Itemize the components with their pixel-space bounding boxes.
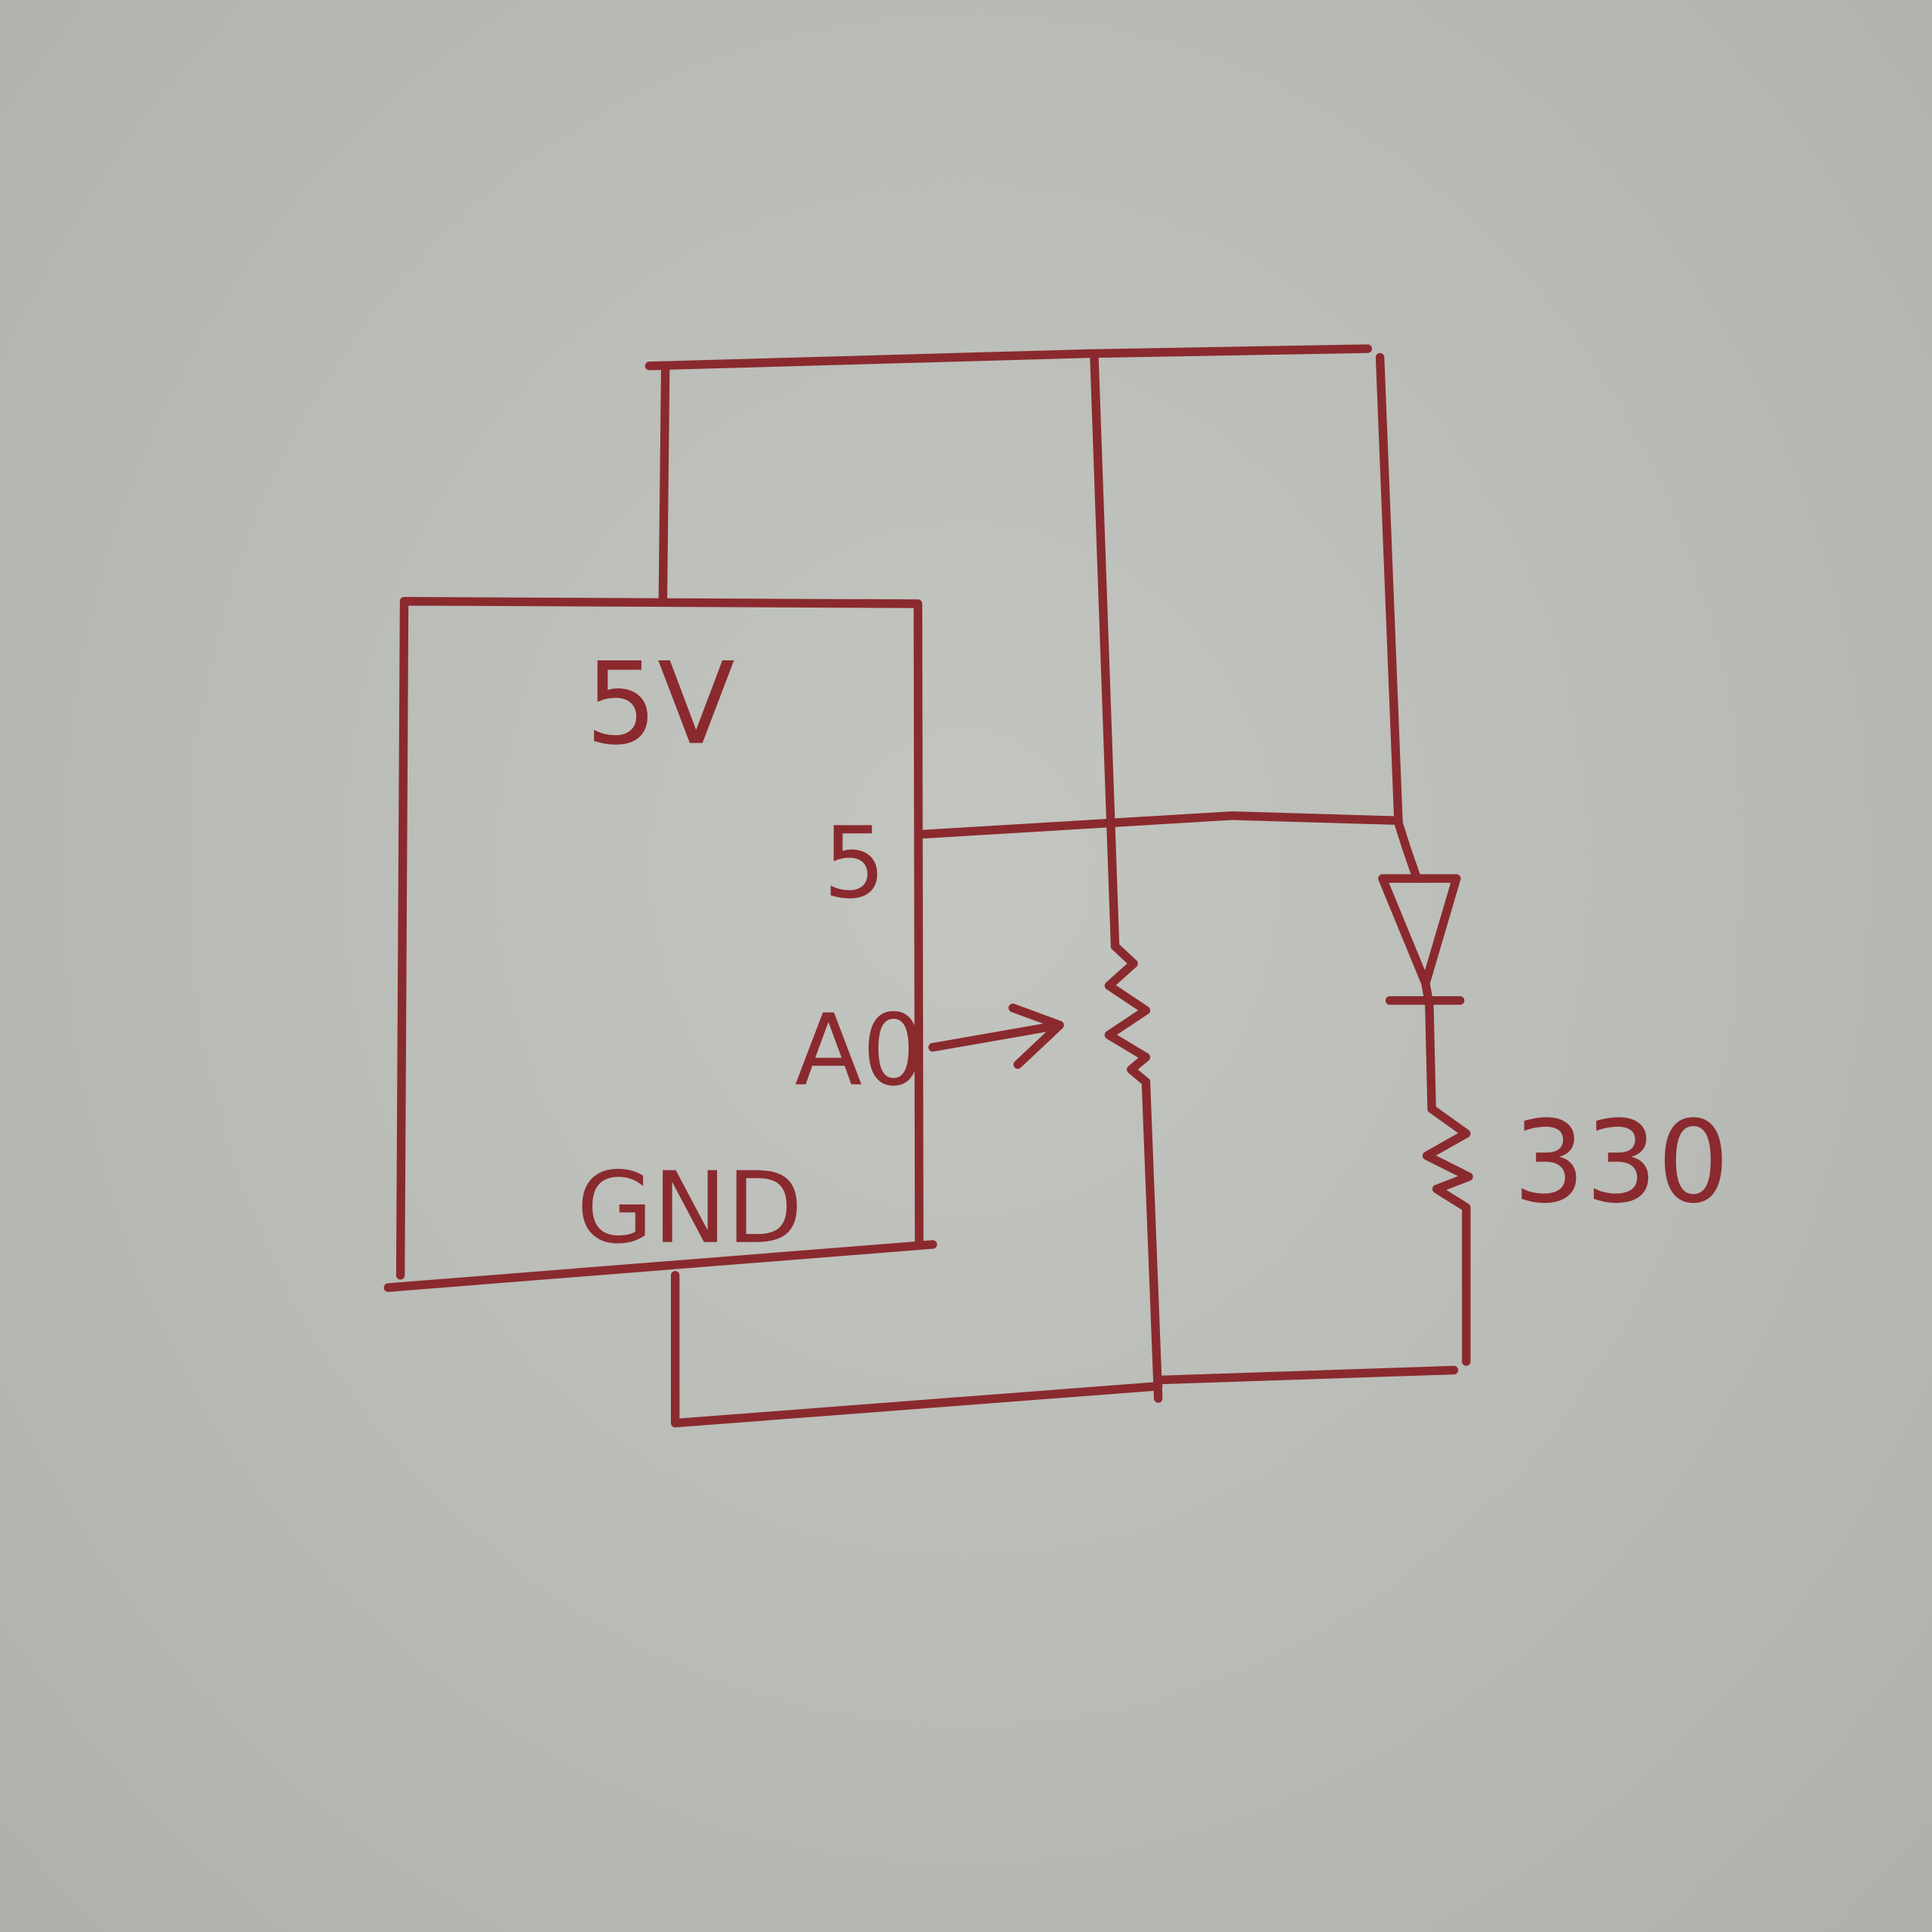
label-330: 330: [1513, 1097, 1730, 1229]
microcontroller-block: [383, 597, 937, 1292]
wiper-arrow: [928, 1003, 1064, 1069]
wire-pot-top: [1090, 349, 1120, 951]
wire-gnd: [670, 1271, 1163, 1428]
wire-ground-rail: [1153, 1365, 1459, 1385]
wire-pot-bottom: [1141, 1077, 1163, 1403]
wire-pin5: [919, 811, 1403, 839]
potentiometer: [1104, 942, 1151, 1087]
wire-led-resistor: [1425, 999, 1436, 1114]
label-gnd: GND: [577, 1151, 802, 1266]
label-a0: A0: [795, 993, 924, 1108]
label-5v: 5V: [586, 638, 735, 770]
wire-5v-up: [658, 365, 670, 605]
wire-right-down: [1375, 352, 1422, 883]
led: [1378, 874, 1465, 1009]
wire-top-rail: [645, 344, 1372, 371]
resistor-330: [1422, 1104, 1473, 1366]
label-pin5: 5: [823, 806, 886, 921]
